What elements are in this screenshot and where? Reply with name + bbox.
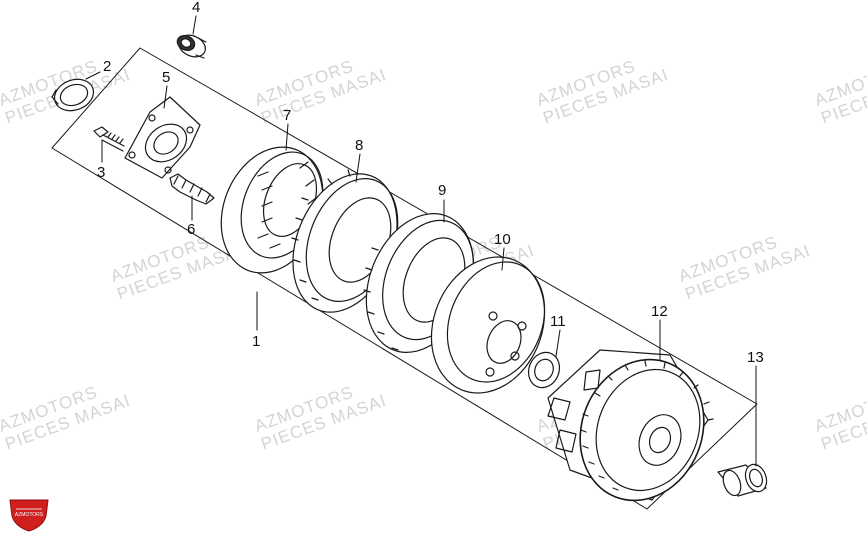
azmotors-shield-logo: AZMOTORS: [9, 499, 49, 532]
part-5-pressure-plate: [124, 96, 201, 179]
callout-12: 12: [651, 303, 668, 320]
part-12-clutch-basket: [547, 349, 714, 502]
callout-10: 10: [494, 231, 511, 248]
callout-1: 1: [252, 333, 261, 350]
part-4-bearing: [176, 34, 207, 59]
callout-7: 7: [283, 107, 292, 124]
logo-brand-text: AZMOTORS: [15, 512, 44, 518]
leader-8: [355, 153, 361, 183]
callout-13: 13: [747, 349, 764, 366]
leader-7: [285, 123, 289, 151]
part-3-bolt: [93, 126, 125, 152]
callout-2: 2: [103, 58, 112, 75]
callout-leaders: [85, 15, 757, 467]
callout-4: 4: [192, 0, 201, 16]
assembly-frame: [51, 47, 758, 510]
part-10-pressure-disc: [430, 256, 546, 394]
callout-6: 6: [187, 221, 196, 238]
part-2-washer: [51, 78, 95, 112]
leader-5: [163, 85, 168, 109]
leader-11: [555, 329, 561, 357]
leader-10: [501, 247, 505, 271]
part-6-spring: [169, 173, 215, 205]
callout-5: 5: [162, 69, 171, 86]
callout-3: 3: [97, 164, 106, 181]
callout-11: 11: [550, 313, 566, 330]
callout-8: 8: [355, 137, 364, 154]
part-11-thrust-washer: [527, 351, 561, 389]
callout-9: 9: [438, 182, 447, 199]
leader-2: [85, 71, 101, 80]
leader-4: [192, 15, 197, 35]
part-13-bushing: [717, 463, 768, 497]
